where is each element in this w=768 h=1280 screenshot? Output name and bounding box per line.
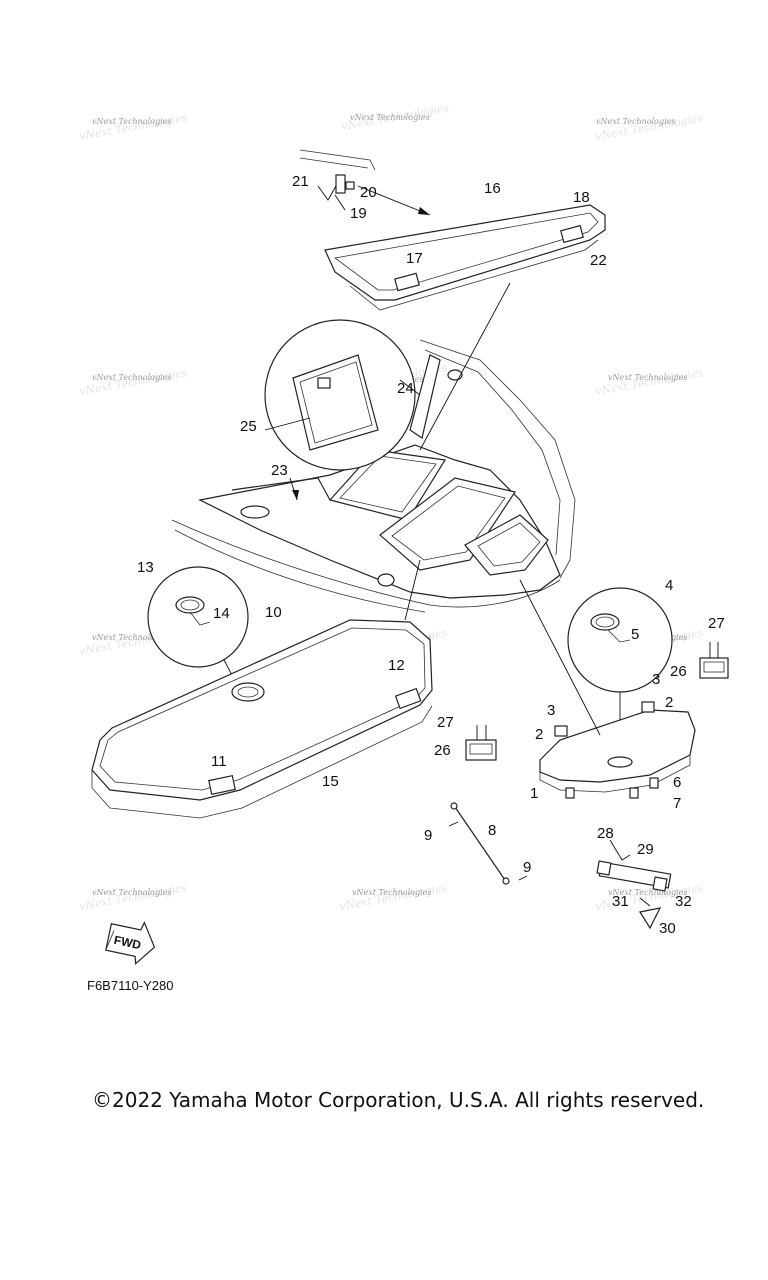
svg-text:vNext Technologies: vNext Technologies: [78, 111, 188, 143]
callout-2-left: 2: [535, 726, 543, 743]
watermark: vNext Technologies: [608, 888, 687, 897]
watermark: vNext Technologies: [92, 117, 171, 126]
callout-21: 21: [292, 173, 309, 190]
callout-29: 29: [637, 841, 654, 858]
watermark: vNext Technologies: [352, 888, 431, 897]
callout-17: 17: [406, 250, 423, 267]
watermark: vNext Technologies: [608, 373, 687, 382]
callout-3-left: 3: [547, 702, 555, 719]
hull-deck-drawing: [171, 339, 576, 613]
callout-28: 28: [597, 825, 614, 842]
callout-24: 24: [397, 380, 414, 397]
svg-text:vNext Technologies: vNext Technologies: [594, 366, 704, 398]
callout-4: 4: [665, 577, 673, 594]
callout-27-right: 27: [708, 615, 725, 632]
callout-6: 6: [673, 774, 681, 791]
watermark: vNext Technologies: [92, 633, 171, 642]
svg-text:vNext Technologies: vNext Technologies: [594, 111, 704, 143]
callout-5: 5: [631, 626, 639, 643]
callout-9-right: 9: [523, 859, 531, 876]
callout-11: 11: [211, 753, 227, 770]
stay-rod-parts: [448, 802, 672, 930]
center-storage-opening: [379, 477, 516, 571]
svg-text:vNext Technologies: vNext Technologies: [338, 881, 448, 913]
latch-26-left: [465, 739, 497, 761]
svg-text:vNext Technologies: vNext Technologies: [78, 366, 188, 398]
callout-14: 14: [213, 605, 230, 622]
callouts: 21 20 19 16 18 17 22 24 25 23 13 14 10 1…: [137, 173, 725, 937]
hinge-17: [394, 272, 420, 292]
storage-lid-16: [324, 204, 606, 451]
detail-circle-13: [147, 566, 249, 668]
callout-1: 1: [530, 785, 538, 802]
callout-30: 30: [659, 920, 676, 937]
callout-10: 10: [265, 604, 282, 621]
hinge-12: [394, 687, 422, 710]
callout-32: 32: [675, 893, 692, 910]
callout-13: 13: [137, 559, 154, 576]
glovebox-lid-1: [519, 579, 696, 799]
callout-22: 22: [590, 252, 607, 269]
callout-18: 18: [573, 189, 590, 206]
callout-19: 19: [350, 205, 367, 222]
callout-12: 12: [388, 657, 405, 674]
callout-26-left: 26: [434, 742, 451, 759]
watermark: vNext Technologies: [92, 888, 171, 897]
copyright-notice: ©2022 Yamaha Motor Corporation, U.S.A. A…: [92, 1088, 705, 1112]
callout-8: 8: [488, 822, 496, 839]
watermark: vNext Technologies: [596, 117, 675, 126]
fwd-label: FWD: [113, 933, 143, 952]
callout-15: 15: [322, 773, 339, 790]
hinge-stay-detail: [299, 149, 431, 216]
callout-27-left: 27: [437, 714, 454, 731]
latch-parts: [465, 642, 729, 761]
callout-20: 20: [360, 184, 377, 201]
hatch-cover-10: [91, 559, 433, 819]
callout-26-right: 26: [670, 663, 687, 680]
callout-9-left: 9: [424, 827, 432, 844]
hinge-22: [560, 224, 584, 244]
watermark: vNext Technologies: [92, 373, 171, 382]
callout-7: 7: [673, 795, 681, 812]
drawing-code: F6B7110-Y280: [87, 978, 174, 993]
callout-3-right: 3: [652, 671, 660, 688]
callout-25: 25: [240, 418, 257, 435]
hinge-11: [208, 774, 236, 796]
watermark: vNext Technologies: [350, 113, 429, 122]
callout-31: 31: [612, 893, 629, 910]
svg-text:vNext Technologies: vNext Technologies: [78, 881, 188, 913]
callout-23: 23: [271, 462, 288, 479]
fwd-arrow: FWD: [105, 921, 156, 965]
callout-16: 16: [484, 180, 501, 197]
callout-2-right: 2: [665, 694, 673, 711]
detail-circle-23: [264, 319, 421, 501]
latch-26-right: [699, 657, 729, 679]
